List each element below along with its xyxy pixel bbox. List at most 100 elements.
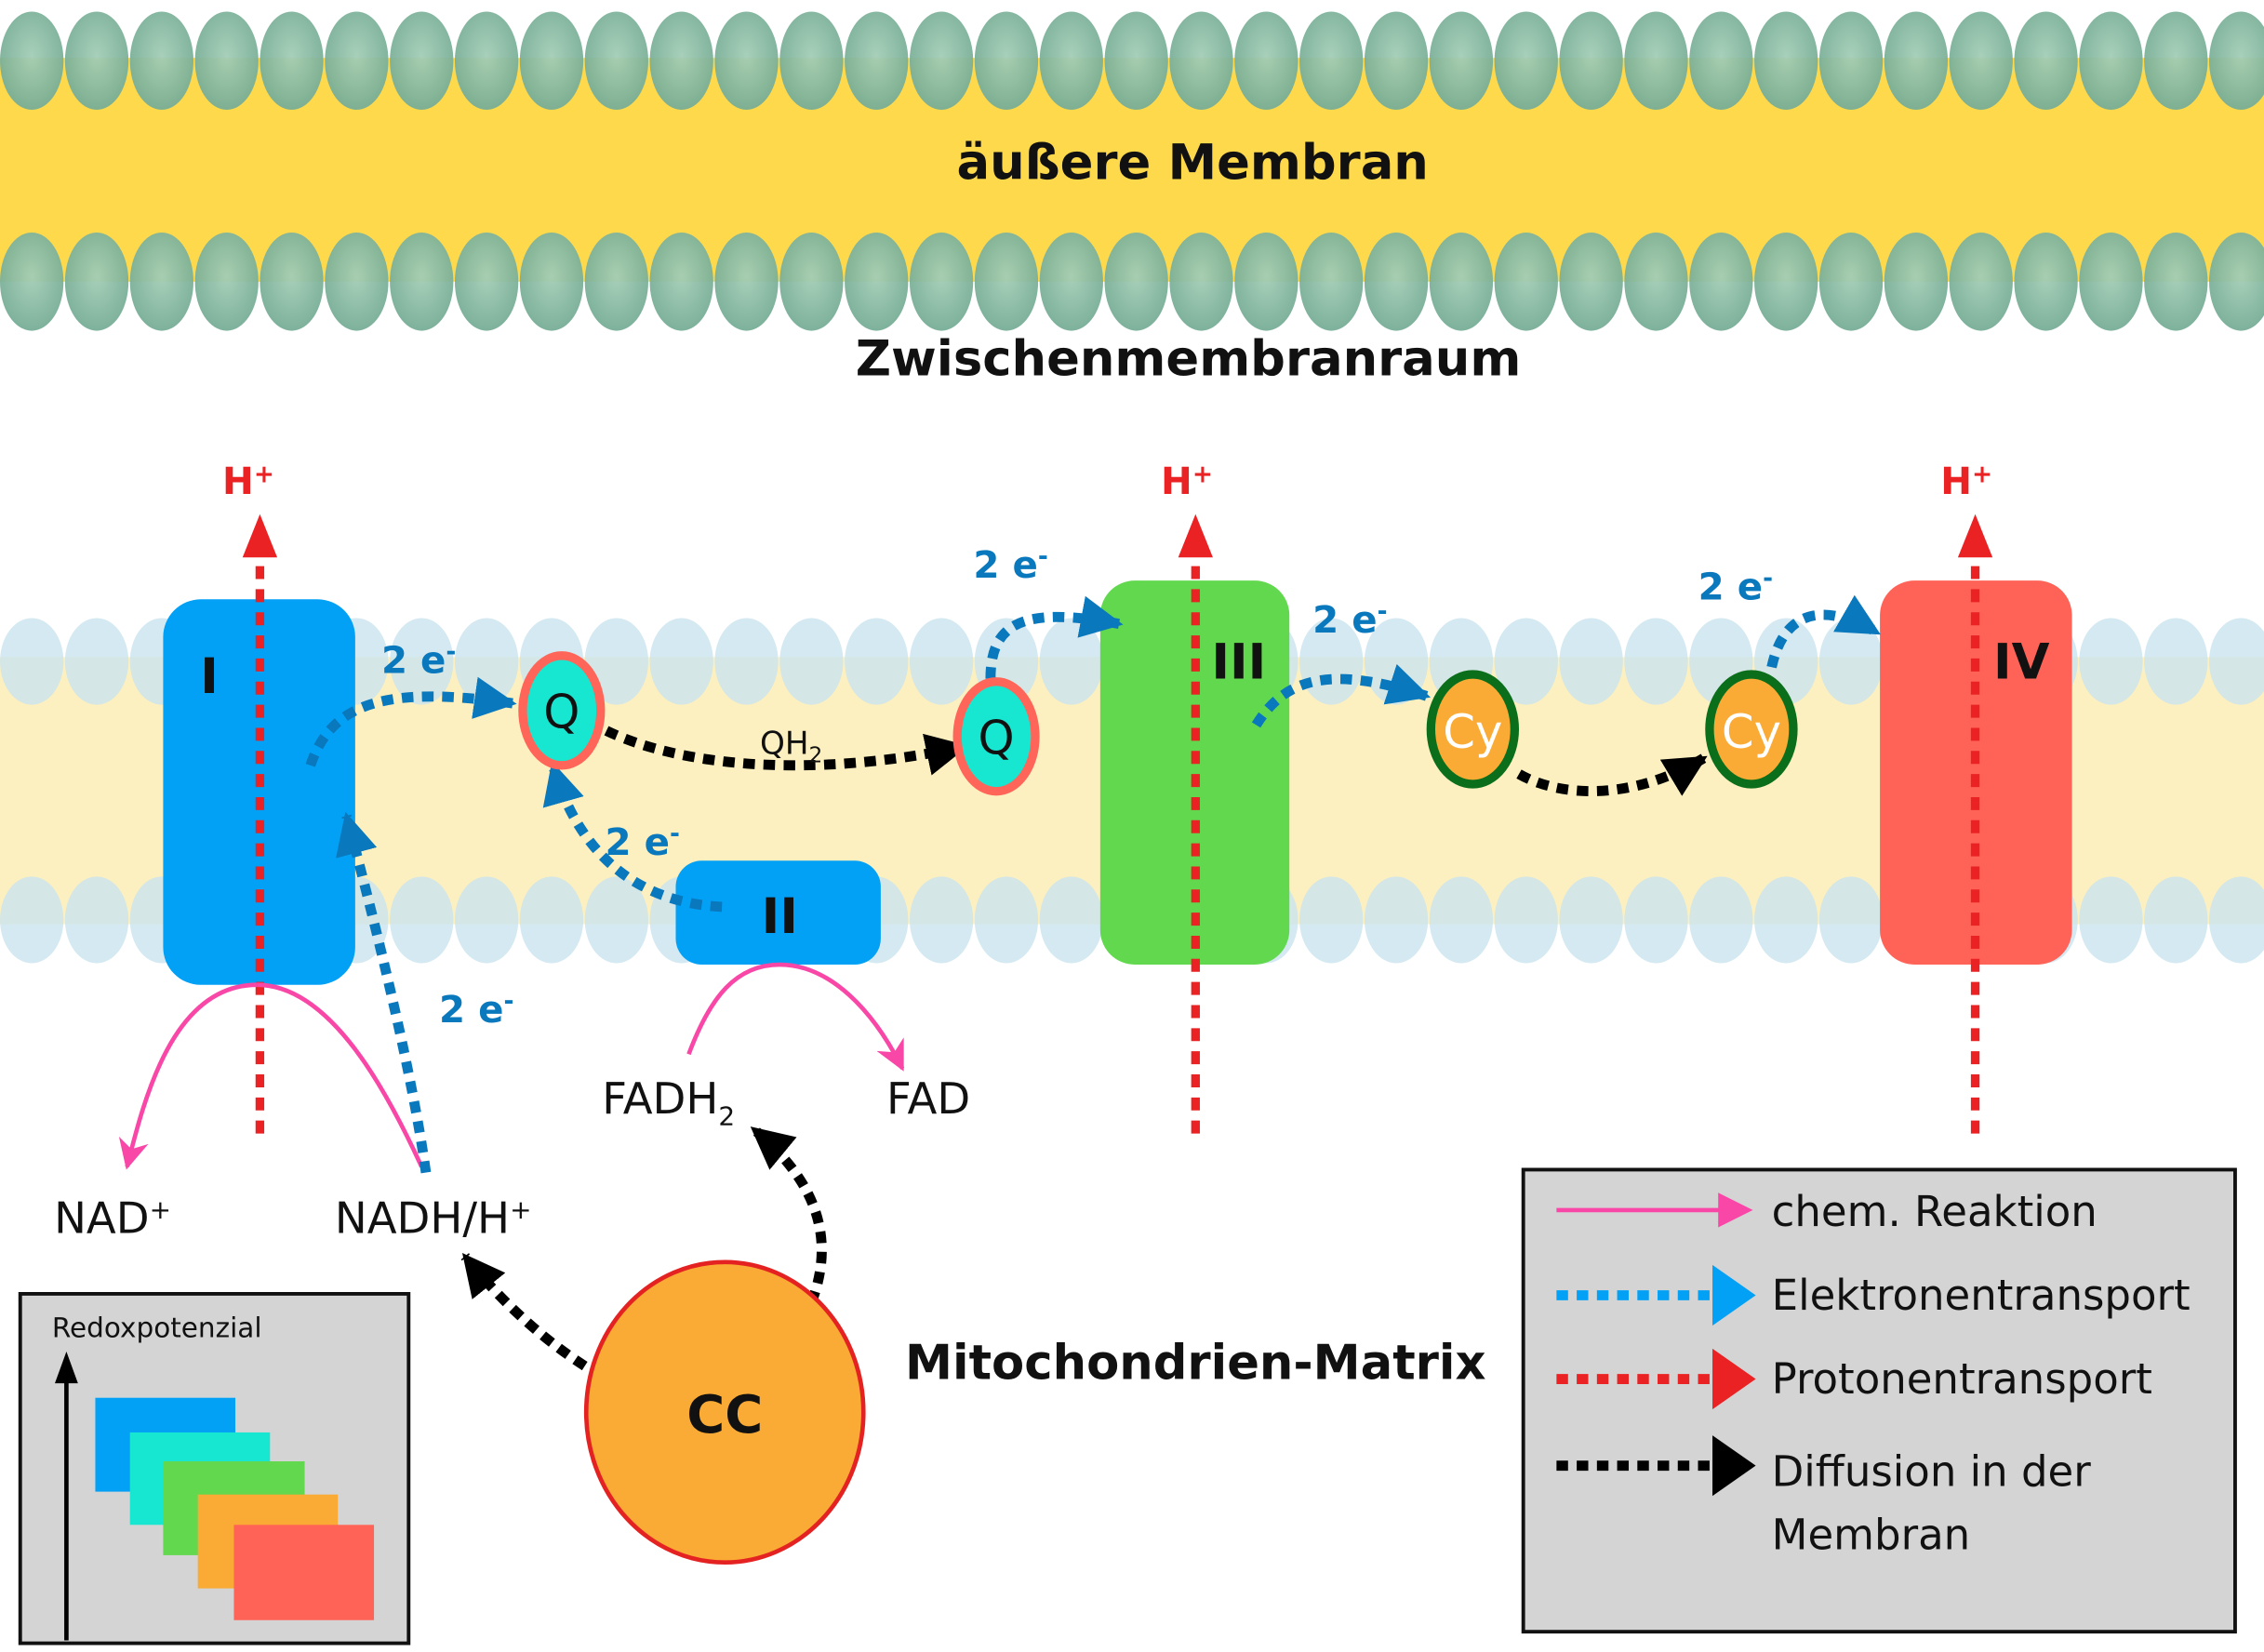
citric-acid-cycle[interactable]: CC	[583, 1259, 866, 1565]
complex-IV[interactable]: IV	[1880, 580, 2072, 966]
electron-label: 2 e-	[606, 820, 680, 864]
cytochrome-c-1[interactable]: Cy	[1426, 670, 1520, 789]
phospholipid-head	[1949, 11, 2013, 111]
complex-I[interactable]: I	[163, 599, 355, 985]
phospholipid-head	[909, 11, 974, 111]
proton-arrowhead-icon	[1178, 513, 1213, 558]
reaction-nadh-arc	[257, 982, 424, 1168]
proton-label: H+	[1940, 460, 1992, 503]
legend-label: Elektronentransport	[1772, 1271, 2191, 1320]
redox-potential-panel: Redoxpotenzial	[18, 1292, 411, 1645]
phospholipid-head	[2144, 876, 2208, 964]
legend-label: chem. Reaktion	[1772, 1187, 2098, 1236]
complex-IV-body[interactable]	[1880, 580, 2072, 966]
phospholipid-head	[1429, 11, 1494, 111]
complex-II[interactable]: II	[675, 860, 881, 966]
phospholipid-head	[1364, 11, 1429, 111]
cytochrome-c-2-body[interactable]	[1705, 670, 1798, 789]
phospholipid-head	[1039, 233, 1103, 331]
phospholipid-head	[1624, 876, 1688, 964]
citric-acid-cycle-body[interactable]	[583, 1259, 866, 1565]
phospholipid-head	[2209, 618, 2264, 705]
ubiquinone-2-body[interactable]	[952, 677, 1040, 796]
phospholipid-head	[1494, 11, 1558, 111]
complex-III[interactable]: III	[1099, 580, 1290, 966]
phospholipid-head	[1559, 11, 1623, 111]
proton-label: H+	[222, 460, 274, 503]
phospholipid-head	[649, 618, 713, 705]
phospholipid-head	[1234, 233, 1298, 331]
proton-transport-IV: H+	[1940, 460, 1993, 1134]
legend-box	[1521, 1167, 2237, 1634]
proton-label: H+	[1161, 460, 1213, 503]
phospholipid-head	[390, 11, 454, 111]
matrix-label: Mitochondrien-Matrix	[905, 1336, 1485, 1392]
phospholipid-head	[1754, 11, 1818, 111]
legend-item-electron-transport: Elektronentransport	[1556, 1264, 2191, 1326]
proton-transport-III: H+	[1161, 460, 1213, 1134]
legend-label: Diffusion in der	[1772, 1446, 2092, 1496]
ubiquinone-2[interactable]: Q	[952, 677, 1040, 796]
phospholipid-head	[584, 618, 648, 705]
ubiquinone-1-body[interactable]	[518, 651, 606, 770]
complex-III-label: III	[1211, 634, 1266, 691]
complex-II-body[interactable]	[675, 860, 881, 966]
phospholipid-head	[974, 233, 1039, 331]
phospholipid-head	[194, 233, 259, 331]
phospholipid-head	[454, 233, 519, 331]
phospholipid-head	[714, 233, 779, 331]
phospholipid-head	[779, 618, 844, 705]
cytochrome-c-1-body[interactable]	[1426, 670, 1520, 789]
electron-label: 2 e-	[973, 543, 1047, 587]
electron-path-nadh-to-I	[336, 811, 432, 1174]
ubiquinone-1-label: Q	[543, 685, 579, 739]
phospholipid-head	[260, 233, 324, 331]
phospholipid-head	[1689, 233, 1753, 331]
complex-III-body[interactable]	[1099, 580, 1290, 966]
phospholipid-head	[1884, 11, 1949, 111]
complex-II-label: II	[762, 888, 798, 945]
phospholipid-head	[2079, 11, 2143, 111]
electron-label: 2 e-	[439, 988, 513, 1032]
redox-axis-label: Redoxpotenzial	[52, 1312, 262, 1344]
phospholipid-head	[1818, 11, 1884, 111]
ubiquinone-1[interactable]: Q	[518, 651, 606, 770]
reaction-fadh2-to-fad	[686, 962, 905, 1072]
phospholipid-head	[1818, 233, 1884, 331]
phospholipid-head	[1299, 233, 1364, 331]
phospholipid-head	[194, 11, 259, 111]
cytochrome-c-1-label: Cy	[1443, 705, 1502, 759]
phospholipid-head	[64, 618, 129, 705]
phospholipid-head	[2144, 11, 2208, 111]
diffusion-cc-to-fadh2	[750, 1125, 827, 1305]
phospholipid-head	[129, 11, 194, 111]
phospholipid-head	[909, 618, 974, 705]
phospholipid-head	[519, 11, 584, 111]
phospholipid-head	[1364, 233, 1429, 331]
phospholipid-head	[909, 876, 974, 964]
fadh2-label: FADH2	[602, 1073, 735, 1131]
phospholipid-head	[64, 11, 129, 111]
reaction-nadh-to-nad	[118, 982, 258, 1170]
ubiquinone-2-label: Q	[979, 711, 1015, 765]
electron-label: 2 e-	[381, 638, 456, 682]
phospholipid-head	[1039, 11, 1103, 111]
cytochrome-c-2-label: Cy	[1722, 705, 1781, 759]
legend-label-continued: Membran	[1772, 1511, 1971, 1560]
legend-label: Protonentransport	[1772, 1354, 2152, 1404]
phospholipid-head	[1494, 618, 1558, 705]
nadh-label: NADH/H+	[335, 1193, 532, 1244]
complex-I-body[interactable]	[163, 599, 355, 985]
phospholipid-head	[325, 11, 389, 111]
phospholipid-head	[2209, 876, 2264, 964]
phospholipid-head	[584, 11, 648, 111]
cytochrome-c-2[interactable]: Cy	[1705, 670, 1798, 789]
phospholipid-head	[325, 233, 389, 331]
phospholipid-head	[1818, 618, 1884, 705]
phospholipid-head	[1429, 233, 1494, 331]
phospholipid-head	[584, 876, 648, 964]
phospholipid-head	[1559, 233, 1623, 331]
phospholipid-head	[1364, 876, 1429, 964]
phospholipid-head	[1624, 233, 1688, 331]
phospholipid-head	[2079, 876, 2143, 964]
